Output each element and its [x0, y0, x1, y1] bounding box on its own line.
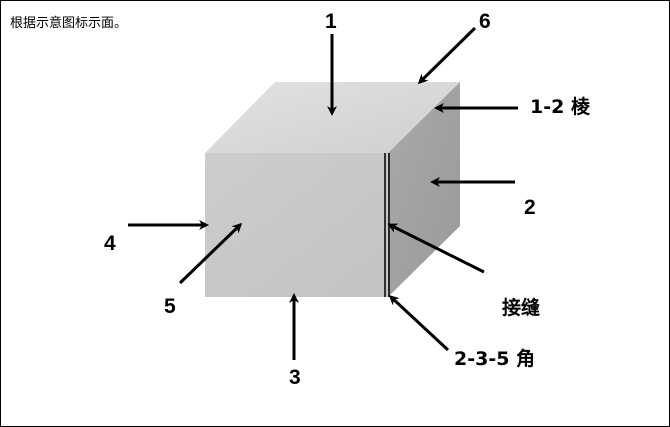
label-face-3: 3 [289, 366, 301, 389]
label-face-5: 5 [164, 295, 176, 318]
cube-front-face [205, 153, 388, 297]
label-face-2: 2 [524, 196, 536, 219]
label-face-6: 6 [479, 10, 491, 33]
arrow-face-5 [178, 222, 243, 285]
label-seam: 接缝 [502, 296, 540, 319]
cube-top-face [205, 82, 460, 153]
label-face-1: 1 [325, 10, 337, 33]
label-edge-1-2: 1-2 棱 [530, 95, 591, 118]
arrow-corner-2-3-5 [388, 294, 450, 352]
label-face-4: 4 [104, 232, 116, 255]
caption-text: 根据示意图标示面。 [10, 16, 128, 31]
cube-right-face [388, 82, 460, 297]
arrow-seam [387, 223, 485, 274]
arrow-face-6 [417, 26, 477, 85]
label-corner-2-3-5: 2-3-5 角 [454, 347, 535, 370]
